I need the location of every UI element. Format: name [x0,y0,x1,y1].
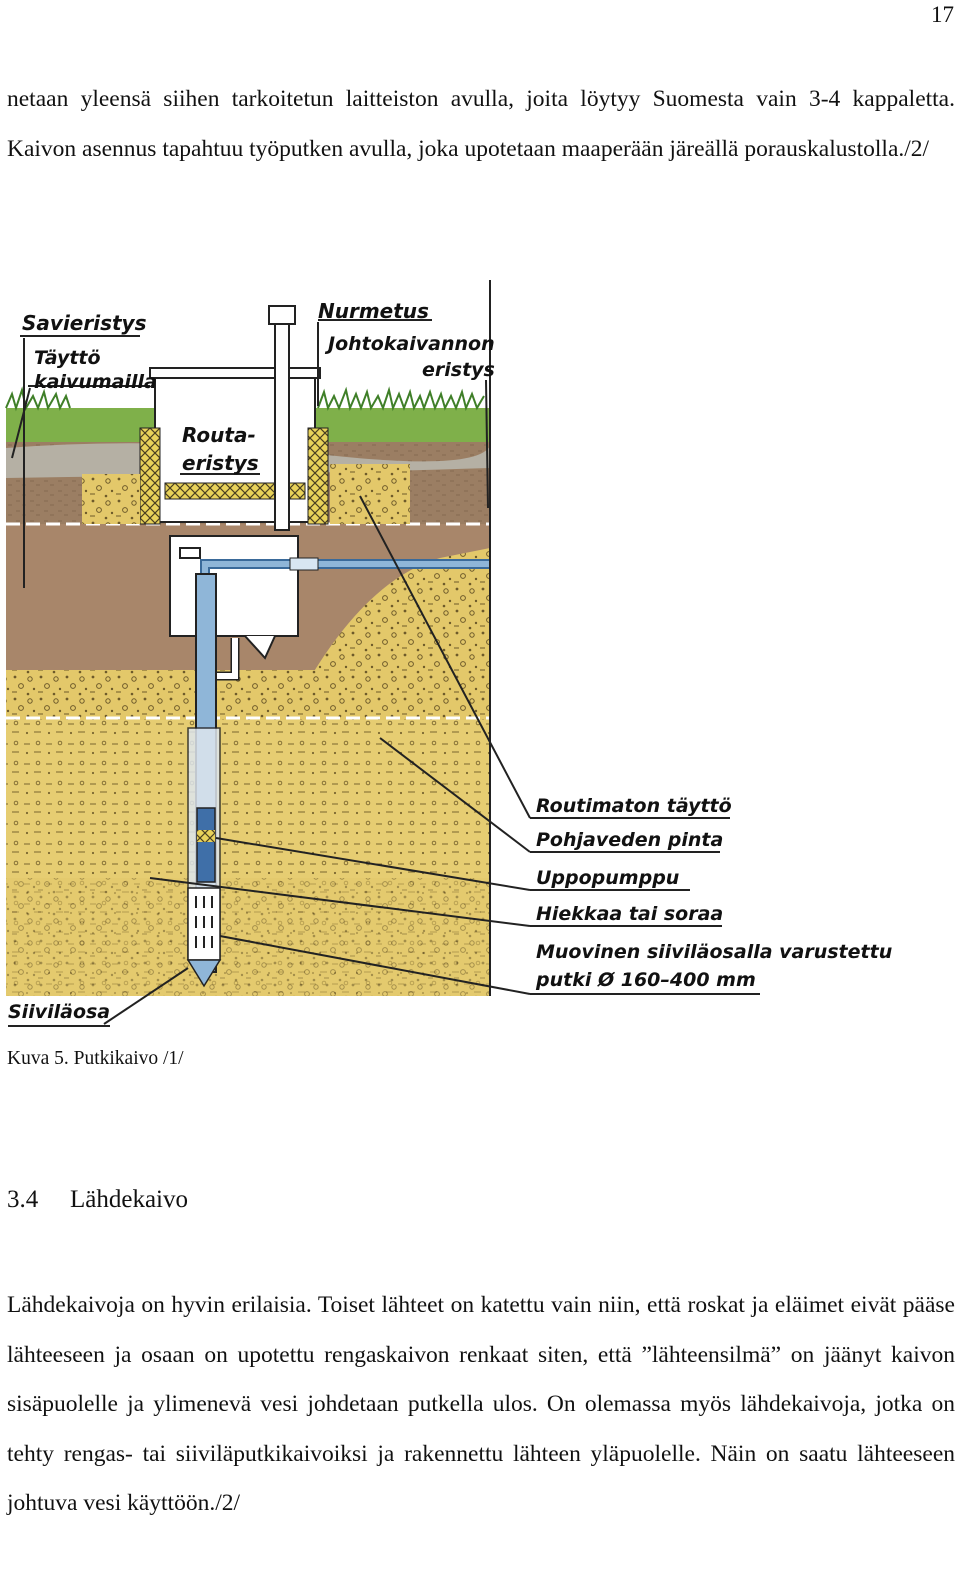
label-uppopumppu: Uppopumppu [536,867,679,889]
section-number: 3.4 [7,1186,39,1213]
figure-caption: Kuva 5. Putkikaivo /1/ [7,1048,184,1069]
vent-pipe [274,317,290,531]
well-diagram-figure: Savieristys Täyttö kaivumailla Nurmetus … [0,278,900,1038]
intro-paragraph: netaan yleensä siihen tarkoitetun laitte… [7,86,955,162]
label-siivila: Siiviläosa [8,1001,110,1023]
label-johto-2: eristys [422,359,495,381]
label-hiekka: Hiekkaa tai soraa [536,903,723,925]
label-taytto-1: Täyttö [34,347,101,369]
section-title: Lähdekaivo [70,1186,189,1213]
label-muovinen-2: putki Ø 160–400 mm [535,969,756,991]
label-routa-1: Routa- [182,423,256,447]
well-diagram: Savieristys Täyttö kaivumailla Nurmetus … [5,280,892,1027]
gravel-layer [6,670,490,720]
gravel-mound [210,548,490,708]
label-muovinen-1: Muovinen siiviläosalla varustettu [536,941,892,963]
label-pohjavesi: Pohjaveden pinta [536,829,723,851]
label-routimaton: Routimaton täyttö [536,795,732,817]
label-johto-1: Johtokaivannon [324,333,495,355]
label-routa-2: eristys [182,451,259,475]
section-heading: 3.4 Lähdekaivo [7,1186,188,1214]
label-taytto-2: kaivumailla [34,371,157,393]
body-paragraph: Lähdekaivoja on hyvin erilaisia. Toiset … [7,1292,955,1516]
label-nurmetus: Nurmetus [318,299,429,323]
page-number: 17 [931,2,954,27]
submersible-pump [196,807,216,883]
label-savieristys: Savieristys [22,311,147,335]
